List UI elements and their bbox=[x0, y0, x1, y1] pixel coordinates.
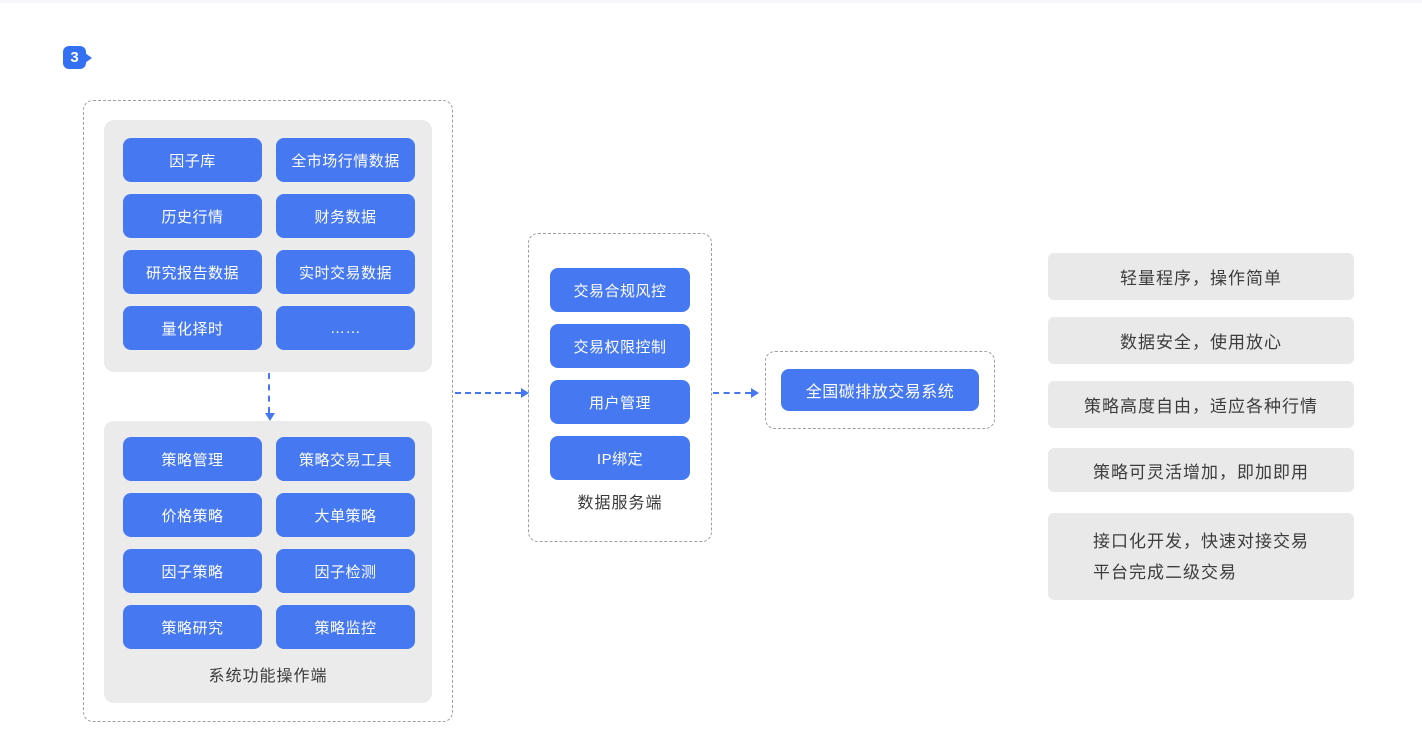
data-server-container: 交易合规风控 交易权限控制 用户管理 IP绑定 数据服务端 bbox=[528, 233, 712, 542]
section-number-badge: 3 bbox=[63, 46, 92, 69]
feature-text: 策略高度自由，适应各种行情 bbox=[1084, 397, 1318, 416]
node-factor-library: 因子库 bbox=[123, 138, 262, 182]
page-top-strip bbox=[0, 0, 1422, 3]
node-realtime-trading-data: 实时交易数据 bbox=[276, 250, 415, 294]
node-quant-timing: 量化择时 bbox=[123, 306, 262, 350]
feature-text: 策略可灵活增加，即加即用 bbox=[1093, 462, 1309, 482]
exchange-container: 全国碳排放交易系统 bbox=[765, 351, 995, 429]
arrow-data-to-function-panel bbox=[265, 373, 275, 421]
node-factor-detection: 因子检测 bbox=[276, 549, 415, 593]
data-module-panel: 因子库 全市场行情数据 历史行情 财务数据 研究报告数据 实时交易数据 量化择时… bbox=[104, 120, 432, 372]
node-trade-permission-control: 交易权限控制 bbox=[550, 324, 690, 368]
node-strategy-research: 策略研究 bbox=[123, 605, 262, 649]
feature-text: 数据安全，使用放心 bbox=[1120, 333, 1282, 352]
data-server-nodes: 交易合规风控 交易权限控制 用户管理 IP绑定 bbox=[529, 234, 711, 541]
feature-flexible-add: 策略可灵活增加，即加即用 bbox=[1048, 448, 1354, 492]
node-strategy-management: 策略管理 bbox=[123, 437, 262, 481]
function-module-panel: 策略管理 策略交易工具 价格策略 大单策略 因子策略 因子检测 策略研究 策略监… bbox=[104, 421, 432, 703]
function-panel-label: 系统功能操作端 bbox=[208, 668, 328, 685]
node-strategy-trading-tools: 策略交易工具 bbox=[276, 437, 415, 481]
feature-text: 轻量程序，操作简单 bbox=[1120, 269, 1282, 288]
data-server-label: 数据服务端 bbox=[577, 495, 663, 512]
node-factor-strategy: 因子策略 bbox=[123, 549, 262, 593]
node-strategy-monitoring: 策略监控 bbox=[276, 605, 415, 649]
feature-data-security: 数据安全，使用放心 bbox=[1048, 317, 1354, 364]
feature-text-line1: 接口化开发，快速对接交易 bbox=[1093, 531, 1309, 551]
section-number: 3 bbox=[70, 49, 79, 66]
node-large-order-strategy: 大单策略 bbox=[276, 493, 415, 537]
node-full-market-quote-data: 全市场行情数据 bbox=[276, 138, 415, 182]
node-trade-compliance-risk-control: 交易合规风控 bbox=[550, 268, 690, 312]
arrow-client-to-data-server bbox=[455, 388, 529, 398]
node-user-management: 用户管理 bbox=[550, 380, 690, 424]
arrow-server-to-exchange bbox=[713, 388, 759, 398]
node-financial-data: 财务数据 bbox=[276, 194, 415, 238]
node-ip-binding: IP绑定 bbox=[550, 436, 690, 480]
node-ellipsis: …… bbox=[276, 306, 415, 350]
node-national-carbon-trading-system: 全国碳排放交易系统 bbox=[781, 369, 979, 411]
client-group-container bbox=[83, 100, 453, 722]
feature-strategy-freedom: 策略高度自由，适应各种行情 bbox=[1048, 381, 1354, 428]
node-research-report-data: 研究报告数据 bbox=[123, 250, 262, 294]
node-historical-quotes: 历史行情 bbox=[123, 194, 262, 238]
node-price-strategy: 价格策略 bbox=[123, 493, 262, 537]
feature-api-development: 接口化开发，快速对接交易 平台完成二级交易 bbox=[1048, 513, 1354, 600]
feature-text-line2: 平台完成二级交易 bbox=[1093, 562, 1237, 582]
feature-lightweight: 轻量程序，操作简单 bbox=[1048, 253, 1354, 300]
